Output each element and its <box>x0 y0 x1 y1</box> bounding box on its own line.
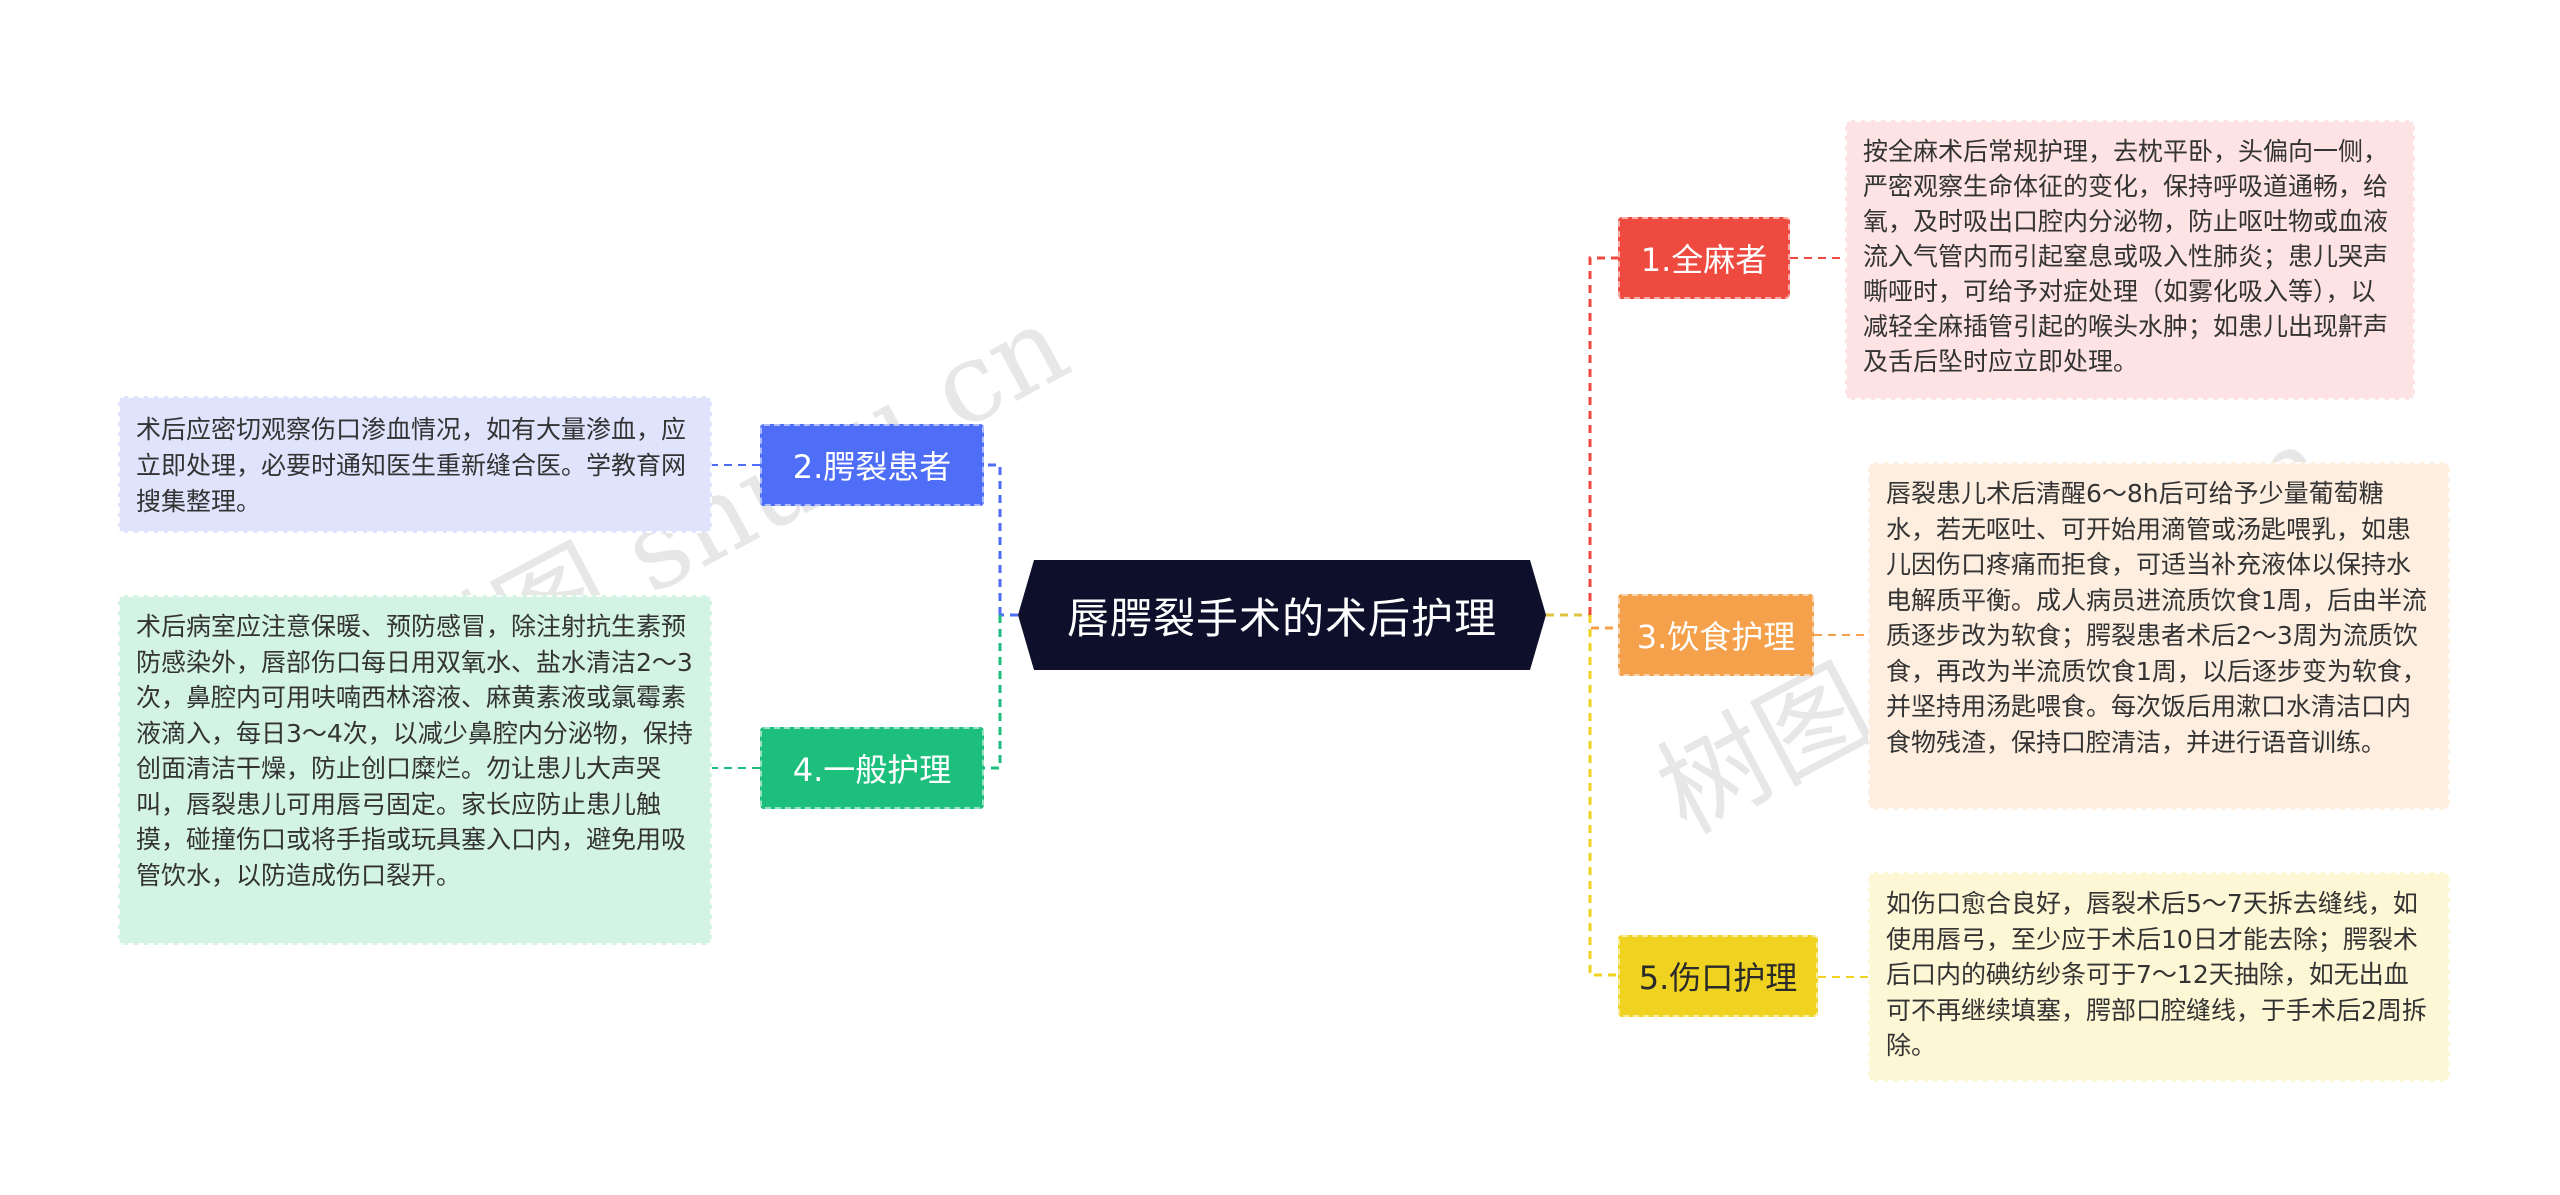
branch-label: 5.伤口护理 <box>1638 959 1798 997</box>
branch-general-anesthesia[interactable]: 1.全麻者 <box>1618 217 1790 299</box>
note-wound-care: 如伤口愈合良好，唇裂术后5～7天拆去缝线，如使用唇弓，至少应于术后10日才能去除… <box>1868 872 2450 1082</box>
branch-wound-care[interactable]: 5.伤口护理 <box>1618 935 1818 1017</box>
branch-general-care[interactable]: 4.一般护理 <box>760 727 984 809</box>
branch-label: 3.饮食护理 <box>1636 618 1796 656</box>
note-general-care: 术后病室应注意保暖、预防感冒，除注射抗生素预防感染外，唇部伤口每日用双氧水、盐水… <box>118 595 712 945</box>
branch-label: 1.全麻者 <box>1640 241 1768 279</box>
branch-label: 4.一般护理 <box>792 751 952 789</box>
branch-label: 2.腭裂患者 <box>792 448 952 486</box>
note-diet-care: 唇裂患儿术后清醒6～8h后可给予少量葡萄糖水，若无呕吐、可开始用滴管或汤匙喂乳，… <box>1868 462 2450 810</box>
note-cleft-palate: 术后应密切观察伤口渗血情况，如有大量渗血，应立即处理，必要时通知医生重新缝合医。… <box>118 396 712 533</box>
branch-cleft-palate[interactable]: 2.腭裂患者 <box>760 424 984 506</box>
central-topic-label: 唇腭裂手术的术后护理 <box>1066 593 1497 643</box>
note-general-anesthesia: 按全麻术后常规护理，去枕平卧，头偏向一侧，严密观察生命体征的变化，保持呼吸道通畅… <box>1845 120 2415 400</box>
branch-diet-care[interactable]: 3.饮食护理 <box>1618 594 1814 676</box>
central-topic[interactable]: 唇腭裂手术的术后护理 <box>1018 560 1546 670</box>
